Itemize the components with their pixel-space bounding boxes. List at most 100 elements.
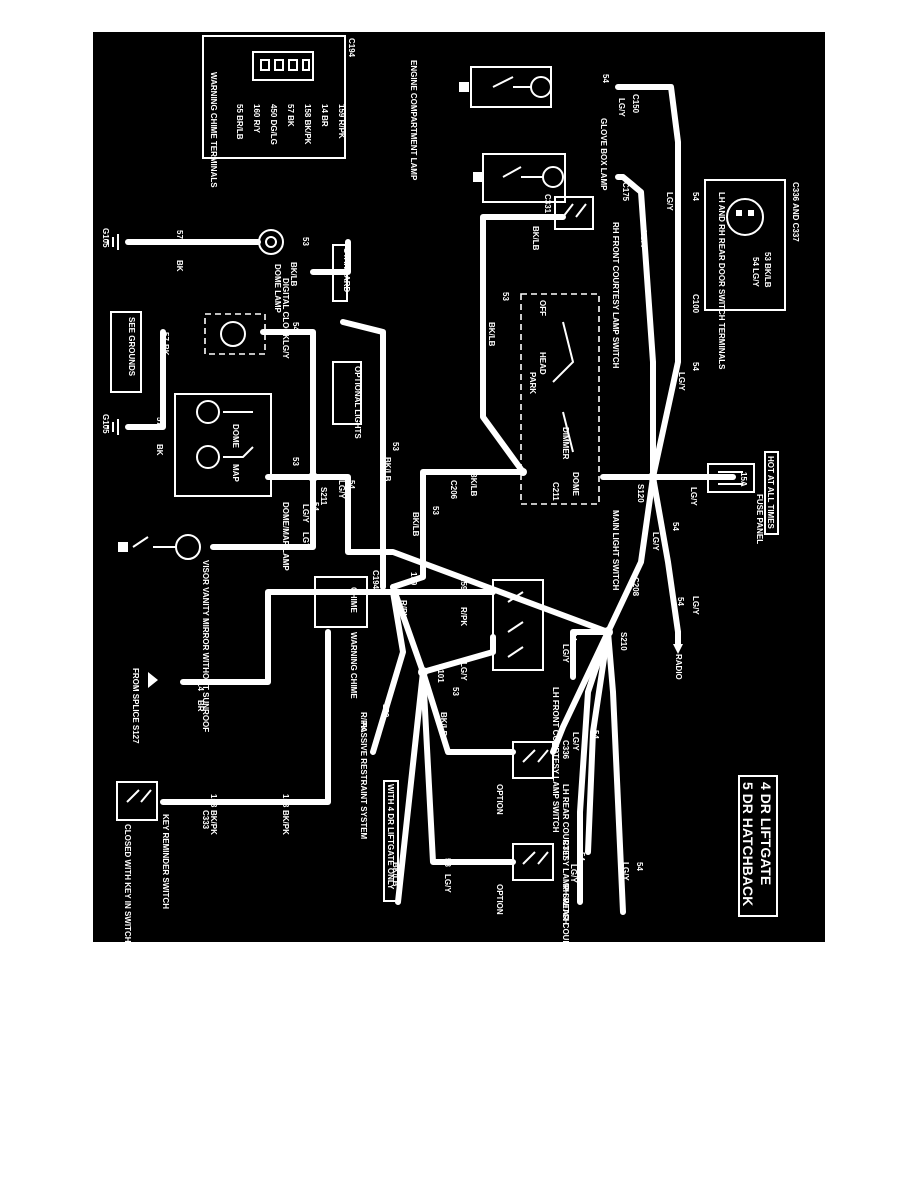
- wire-158-key: [160, 629, 331, 805]
- wire-label-rpk-b: R/PK: [459, 607, 468, 626]
- chime-terminal-row: 55 BR/LB: [235, 104, 244, 140]
- glove-box-lamp: GLOVE BOX LAMP: [473, 118, 608, 203]
- splice-s120: [648, 472, 658, 482]
- connector-c175: C175: [621, 182, 630, 202]
- chime-terminal-row: 450 DG/LG: [269, 104, 278, 145]
- chime-terminal-row: 158 BK/PK: [303, 104, 312, 145]
- rh-rear-courtesy-switch: RH REAR COURTESY LAMP SWITCH OPTION: [495, 843, 570, 942]
- wire-53-lh-front: [420, 634, 496, 675]
- wire-label-158-b: 158: [209, 794, 218, 808]
- wire-label-54-e: 54: [676, 597, 685, 606]
- rh-front-switch-label: RH FRONT COURTESY LAMP SWITCH: [611, 222, 620, 369]
- chime-terminal-row: 57 BK: [286, 104, 295, 127]
- ground-g105-b: G105: [101, 414, 110, 434]
- warning-chime-label: WARNING CHIME: [349, 632, 358, 699]
- wire-label-159-a: 159: [409, 572, 418, 586]
- connector-c211: C211: [551, 482, 560, 501]
- wire-label-lgy-o: LG/Y: [569, 864, 578, 883]
- wire-label-53-c: 53: [391, 442, 400, 451]
- wire-label-54-a: 54: [601, 74, 610, 83]
- splice-source-label: FROM SPLICE S127: [131, 668, 140, 744]
- wire-label-rpk-a: R/PK: [399, 600, 408, 619]
- wire-label-lgy-i: LG/Y: [301, 504, 310, 523]
- ground-g105-map-icon: [107, 419, 119, 435]
- wire-label-bklb-e: BK/LB: [383, 457, 392, 482]
- wire-label-54-f: 54: [347, 480, 356, 489]
- door-pin-b: 54 LG/Y: [751, 257, 760, 287]
- fuse-panel: HOT AT ALL TIMES 15A FUSE PANEL: [707, 451, 779, 544]
- switch-dome-label: DOME: [571, 472, 580, 497]
- switch-dimmer-label: DIMMER: [561, 427, 570, 460]
- wire-label-lgy-a: LG/Y: [617, 98, 626, 117]
- wiring-diagram-sheet: 4 DR LIFTGATE 5 DR HATCHBACK C194 WARNIN…: [93, 32, 825, 942]
- wire-label-54-j: 54: [591, 730, 600, 739]
- lh-front-switch-label: LH FRONT COURTESY LAMP SWITCH: [551, 687, 560, 833]
- chime-terminal-legend: C194 WARNING CHIME TERMINALS 159 R/PK14 …: [202, 35, 356, 188]
- rh-rear-switch-label: RH REAR COURTESY LAMP SWITCH: [561, 884, 570, 942]
- dome-lamp: DOME LAMP: [258, 229, 284, 314]
- fuse-rating: 15A: [739, 472, 748, 487]
- visor-mirror-label: VISOR VANITY MIRROR WITHOUT SUNROOF: [201, 560, 210, 732]
- wire-label-lgy-f: LG/Y: [651, 532, 660, 551]
- wire-label-53-d: 53: [291, 457, 300, 466]
- wire-54-s211: [310, 474, 611, 635]
- wire-label-53-a: 53: [501, 292, 510, 301]
- wire-53-vertical: [340, 319, 386, 590]
- engine-lamp-label: ENGINE COMPARTMENT LAMP: [409, 60, 418, 181]
- fuse-panel-label: FUSE PANEL: [755, 494, 764, 544]
- dome-map-lamp: DOME MAP DOME/MAP LAMP: [174, 393, 290, 571]
- main-light-switch: MAIN LIGHT SWITCH OFF HEAD PARK DIMMER D…: [520, 293, 620, 591]
- ground-g105-dome-icon: [107, 234, 119, 250]
- splice-s101-label: S101: [436, 664, 445, 683]
- standard-label: STANDARD: [342, 248, 351, 293]
- wire-label-lgy-c: LG/Y: [639, 230, 648, 249]
- wire-label-54-c: 54: [691, 362, 700, 371]
- wire-53-lh-rear: [420, 669, 516, 755]
- wire-paths: [125, 84, 736, 915]
- lh-rear-courtesy-switch: LH REAR COURTESY LAMP SWITCH OPTION: [495, 741, 570, 925]
- glove-box-lamp-label: GLOVE BOX LAMP: [599, 118, 608, 191]
- wire-label-lgy-k: LG/Y: [459, 662, 468, 681]
- door-terminal-legend: C336 AND C337 LH AND RH REAR DOOR SWITCH…: [704, 179, 800, 370]
- wire-label-bklb-h: BK/LB: [391, 862, 400, 887]
- wire-labels: 54 LG/Y 54 LG/Y LG/Y BK/LB 53 BK/LB 54 L…: [155, 74, 700, 893]
- wire-label-bklb-c: BK/LB: [469, 472, 478, 497]
- radio-arrow-icon: [673, 644, 683, 654]
- splice-s211-label: S211: [319, 487, 328, 506]
- dome-lamp-inner-label: DOME: [231, 424, 240, 449]
- with-liftgate-label: WITH 4 DR LIFTGATE ONLY: [386, 784, 395, 890]
- wire-label-lgy2: LGY: [301, 532, 310, 549]
- wire-57-dome-map-ground: [125, 329, 166, 430]
- passive-restraint-label: PASSIVE RESTRAINT SYSTEM: [359, 722, 368, 840]
- wire-label-159-b: 159: [459, 577, 468, 591]
- connector-c100: C100: [691, 294, 700, 314]
- wire-label-57-a: 57: [175, 230, 184, 239]
- connector-c150: C150: [631, 94, 640, 114]
- key-switch-note: CLOSED WITH KEY IN SWITCH: [123, 824, 132, 942]
- dome-lamp-label: DOME LAMP: [273, 264, 282, 314]
- lh-rear-option-label: OPTION: [495, 784, 504, 815]
- title-line-2: 5 DR HATCHBACK: [740, 782, 756, 906]
- door-terminals-title: C336 AND C337: [791, 182, 800, 242]
- key-switch-label: KEY REMINDER SWITCH: [161, 814, 170, 909]
- digital-clock-label: DIGITAL CLOCK: [281, 278, 290, 340]
- switch-park-label: PARK: [528, 372, 537, 394]
- wire-label-bkpk-a: BK/PK: [281, 810, 290, 835]
- wire-159-passive: [360, 589, 406, 755]
- switch-off-label: OFF: [538, 300, 547, 316]
- splice-s211: [308, 472, 318, 482]
- hot-at-all-times-label: HOT AT ALL TIMES: [766, 456, 775, 530]
- wire-label-54-l: 54: [635, 862, 644, 871]
- wire-label-bklb-g: BK/LB: [439, 712, 448, 737]
- wire-54-down-2: [605, 629, 626, 915]
- map-lamp-inner-label: MAP: [231, 464, 240, 482]
- wire-label-54-d: 54: [671, 522, 680, 531]
- wire-label-53-e: 53: [301, 237, 310, 246]
- chime-terminal-row: 14 BR: [320, 104, 329, 127]
- wire-label-lgy-h: LG/Y: [337, 480, 346, 499]
- splice-s210-label: S210: [619, 632, 628, 651]
- wire-54-rh-rear: [585, 629, 611, 855]
- wiring-diagram: 4 DR LIFTGATE 5 DR HATCHBACK C194 WARNIN…: [101, 35, 800, 942]
- connector-c333: C333: [201, 810, 210, 830]
